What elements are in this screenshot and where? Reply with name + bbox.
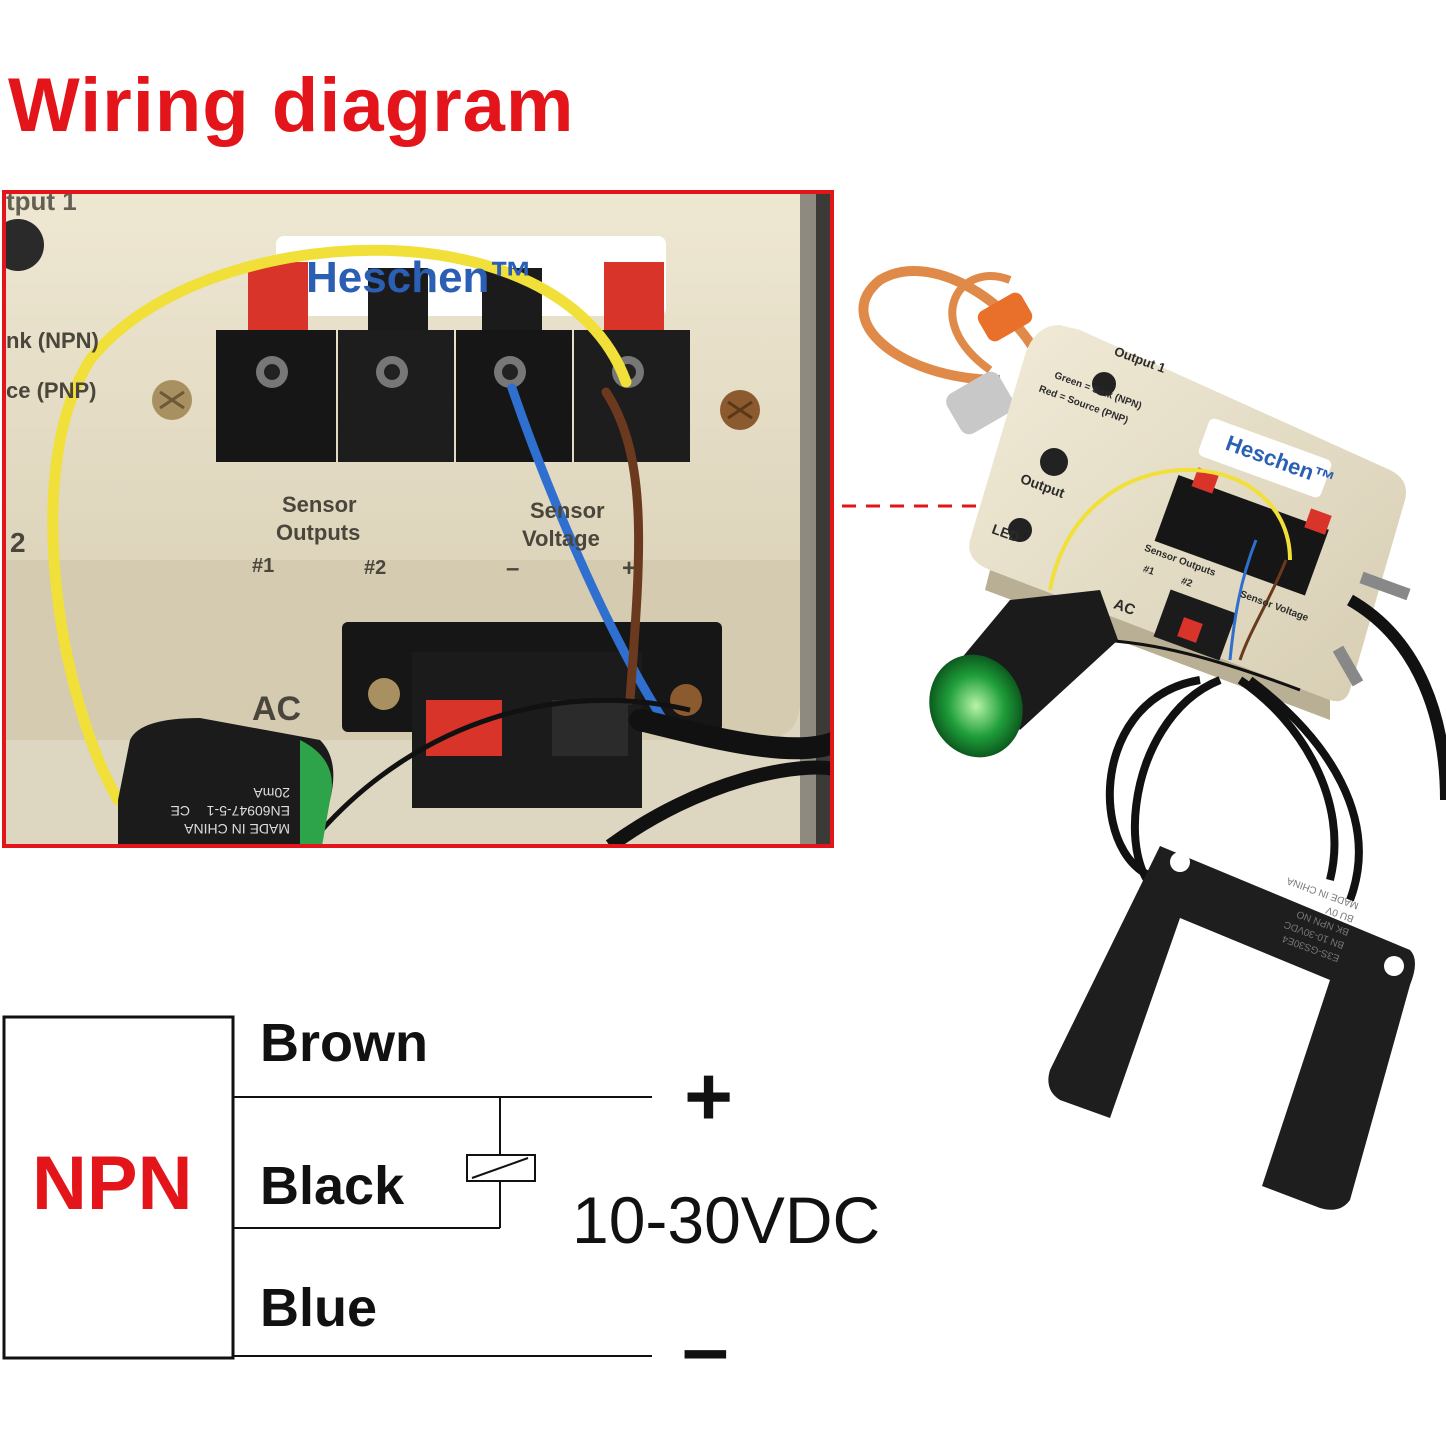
sensor-voltage-label-1: Sensor bbox=[530, 498, 605, 523]
negative-terminal-symbol: – bbox=[682, 1301, 729, 1395]
led-hole-icon bbox=[1040, 448, 1068, 476]
box-sink-label: nk (NPN) bbox=[6, 328, 99, 353]
svg-text:EN60947-5-1: EN60947-5-1 bbox=[207, 803, 290, 819]
box-source-label: ce (PNP) bbox=[6, 378, 96, 403]
pilot-light-print: MADE IN CHINA EN60947-5-1 20mA CE bbox=[171, 785, 290, 837]
product-pilot-light bbox=[929, 590, 1118, 758]
black-wire-label: Black bbox=[260, 1156, 405, 1216]
u-sensor bbox=[1048, 846, 1415, 1210]
sensor-outputs-label-1: Sensor bbox=[282, 492, 357, 517]
product-out1-label: #1 bbox=[1141, 564, 1156, 578]
svg-text:CE: CE bbox=[171, 803, 190, 819]
plus-terminal-label: + bbox=[622, 555, 636, 582]
npn-sensor-box bbox=[2, 1015, 235, 1360]
positive-terminal-symbol: + bbox=[684, 1049, 734, 1143]
terminal-block bbox=[216, 262, 690, 462]
led-hole-icon bbox=[4, 219, 44, 271]
product-out2-label: #2 bbox=[1179, 576, 1194, 590]
output-1-number: #1 bbox=[252, 555, 274, 577]
output-2-number: #2 bbox=[364, 557, 386, 579]
ac-label: AC bbox=[252, 690, 301, 728]
svg-text:20mA: 20mA bbox=[253, 785, 290, 801]
screw-icon bbox=[368, 678, 400, 710]
svg-text:MADE IN CHINA: MADE IN CHINA bbox=[184, 821, 290, 837]
sensor-outputs-label-2: Outputs bbox=[276, 520, 360, 545]
led-hole-icon bbox=[1008, 518, 1032, 542]
box-output-label: tput 1 bbox=[6, 186, 77, 216]
npn-label: NPN bbox=[32, 1141, 193, 1226]
zoom-frame bbox=[2, 190, 834, 848]
voltage-range-label: 10-30VDC bbox=[572, 1183, 881, 1257]
minus-terminal-label: – bbox=[506, 555, 519, 582]
page-title: Wiring diagram bbox=[8, 63, 575, 148]
blue-wire-label: Blue bbox=[260, 1278, 378, 1338]
wiring-schematic bbox=[2, 1015, 652, 1360]
product-photo: Output 1 Green = Sink (NPN) Red = Source… bbox=[858, 266, 1446, 1210]
led-hole-icon bbox=[1092, 372, 1116, 396]
product-ac-label: AC bbox=[1111, 596, 1137, 619]
brown-wire-label: Brown bbox=[260, 1013, 428, 1073]
box-edge-number: 2 bbox=[10, 527, 26, 558]
box-brand-label: Heschen™ bbox=[306, 253, 533, 302]
zoom-photo-panel: tput 1 nk (NPN) ce (PNP) Heschen™ Sensor… bbox=[2, 186, 834, 848]
sensor-voltage-label-2: Voltage bbox=[522, 526, 600, 551]
pilot-light bbox=[118, 718, 334, 846]
